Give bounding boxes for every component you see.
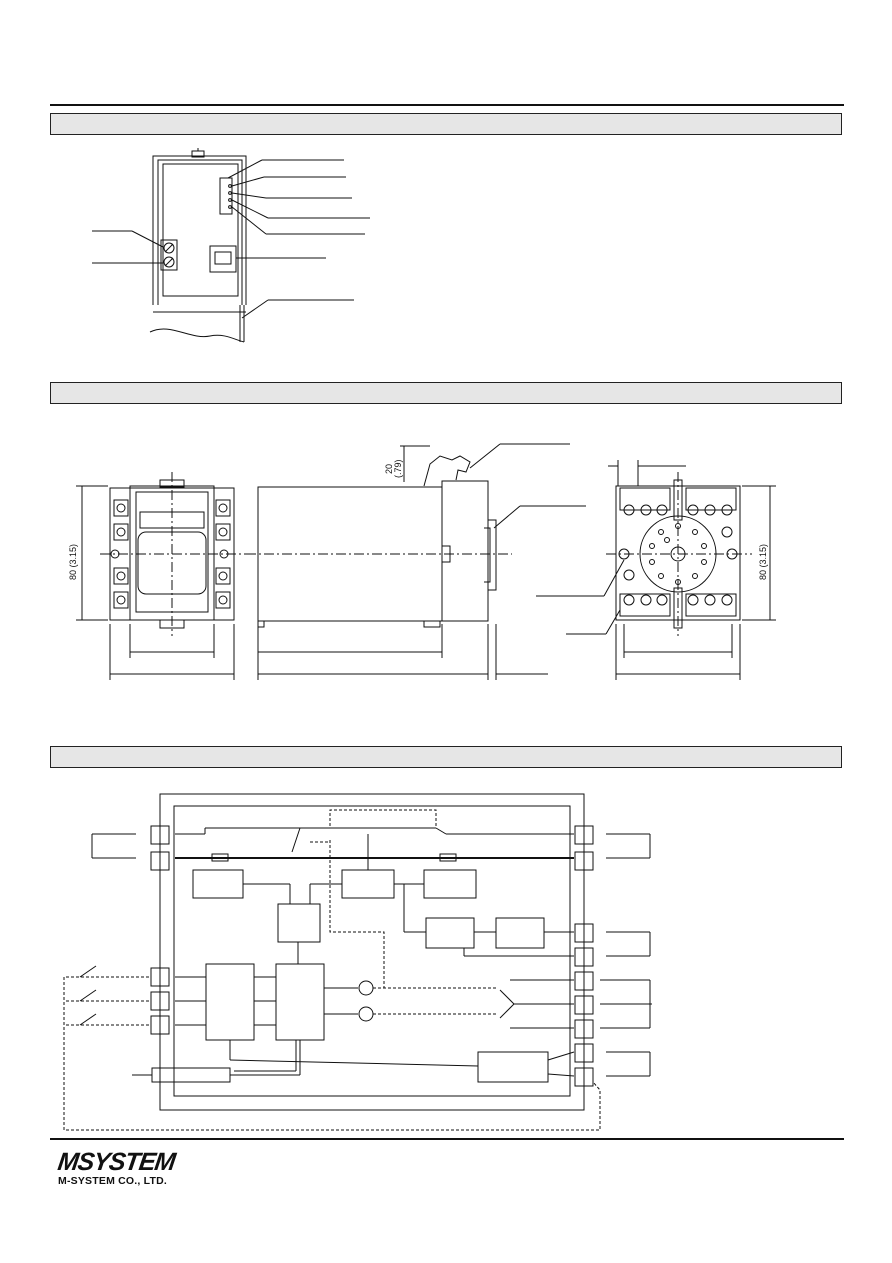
- terminal-screws-socket: [623, 504, 733, 606]
- dimension-front-drawing: [76, 472, 248, 680]
- section-header-block-diagram: [50, 746, 842, 768]
- logo-company: M-SYSTEM CO., LTD.: [58, 1175, 167, 1187]
- front-view-drawing: [92, 148, 370, 343]
- dimension-socket-drawing: [536, 460, 776, 680]
- block-diagram: [63, 793, 652, 1131]
- section-header-front-view: [50, 113, 842, 135]
- socket-pins: [649, 523, 707, 585]
- height-dim-label-left: 80 (3.15): [68, 544, 78, 580]
- section-header-dimensions: [50, 382, 842, 404]
- clearance-dim-label-inch: (.79): [393, 459, 403, 478]
- bottom-rule: [50, 1138, 844, 1140]
- height-dim-label-right: 80 (3.15): [758, 544, 768, 580]
- top-rule: [50, 104, 844, 106]
- clearance-dim-label: 20: [384, 464, 394, 474]
- dimension-side-drawing: [246, 443, 586, 680]
- msystem-logo: MSYSTEM M-SYSTEM CO., LTD.: [56, 1148, 188, 1187]
- logo-brand: MSYSTEM: [56, 1148, 177, 1176]
